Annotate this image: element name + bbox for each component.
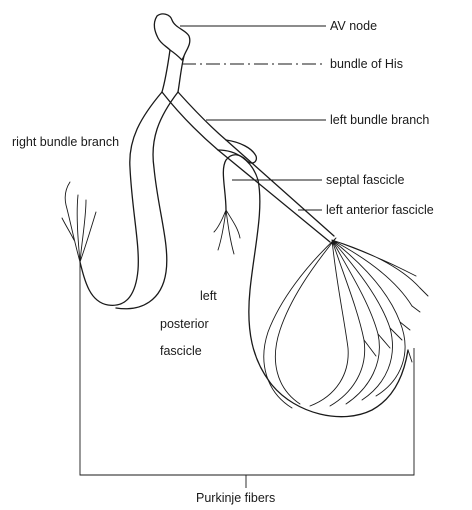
av-node-label: AV node	[330, 19, 377, 33]
left-posterior-label-line3: fascicle	[160, 344, 202, 358]
purkinje-fan-fibers	[264, 238, 420, 408]
left-posterior-fascicle-shape	[218, 150, 408, 417]
right-bundle-branch-shape	[80, 92, 178, 309]
right-bundle-branch-label: right bundle branch	[12, 135, 119, 149]
left-bundle-branch-label: left bundle branch	[330, 113, 429, 127]
left-posterior-label-line1: left	[200, 289, 217, 303]
right-bundle-tip-fibers	[62, 182, 96, 262]
left-anterior-fascicle-label: left anterior fascicle	[326, 203, 434, 217]
av-node-shape	[154, 14, 189, 60]
purkinje-fibers-label: Purkinje fibers	[196, 491, 275, 505]
purkinje-fringe	[364, 270, 428, 362]
left-posterior-label-line2: posterior	[160, 317, 209, 331]
septal-fascicle-label: septal fascicle	[326, 173, 405, 187]
bundle-of-his-shape	[162, 50, 184, 92]
bundle-of-his-label: bundle of His	[330, 57, 403, 71]
septal-fascicle-fibers	[214, 210, 240, 254]
